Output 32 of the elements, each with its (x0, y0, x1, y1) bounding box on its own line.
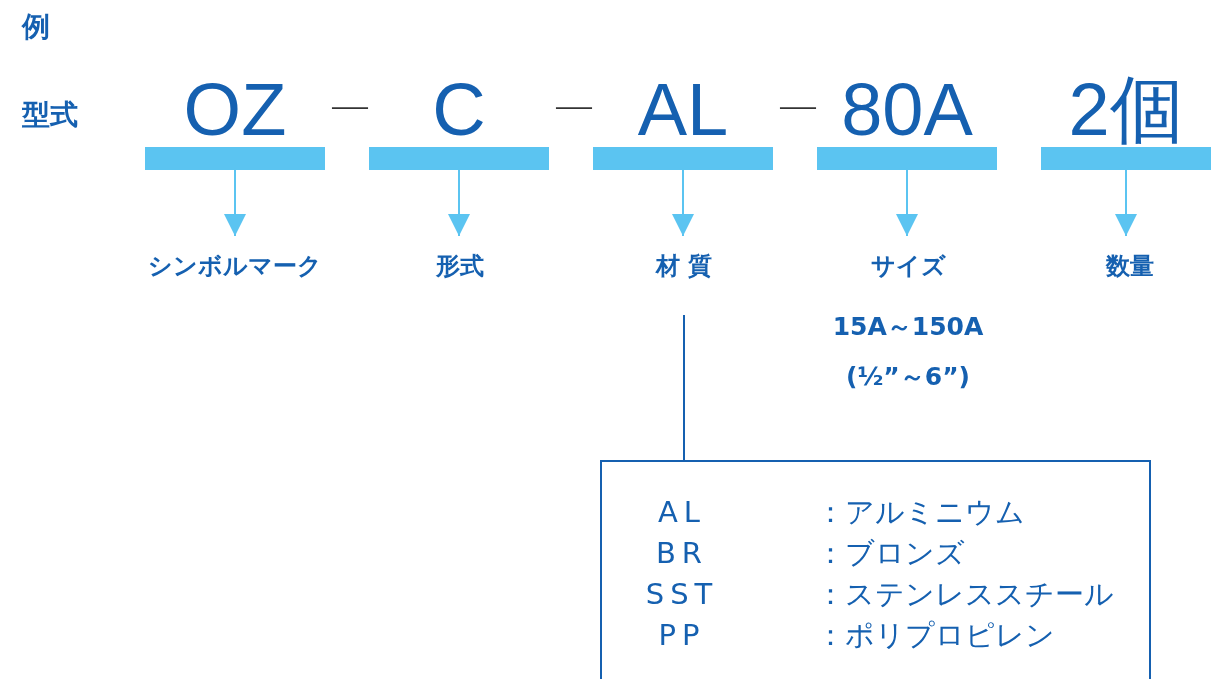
material-name: ：ブロンズ (816, 535, 966, 572)
arrow (448, 169, 470, 237)
material-code: SST (644, 576, 720, 613)
title: 例 (22, 9, 50, 45)
material-name: ：アルミニウム (816, 494, 1026, 531)
size-range-note: (½”～6”) (845, 361, 971, 393)
field-name: 形式 (410, 250, 510, 282)
separator-dash: — (554, 81, 594, 130)
field-name: 数量 (1080, 250, 1180, 282)
separator-dash: — (778, 81, 818, 130)
material-code: BR (654, 535, 709, 572)
field-name: サイズ (858, 250, 958, 282)
row-label: 型式 (22, 97, 78, 133)
material-code: AL (657, 494, 707, 531)
arrow (224, 169, 246, 237)
separator-dash: — (330, 81, 370, 130)
arrow (1115, 169, 1137, 237)
arrow (672, 169, 694, 237)
arrow (896, 169, 918, 237)
field-name: 材 質 (634, 250, 734, 282)
code-segment-text: 2個 (1067, 70, 1185, 150)
code-segment-text: AL (636, 70, 730, 150)
material-name: ：ステンレススチール (816, 576, 1115, 613)
material-code: PP (657, 617, 707, 654)
code-segment-text: C (431, 70, 487, 150)
size-range-note: 15A～150A (831, 311, 985, 343)
code-segment-text: OZ (182, 70, 288, 150)
field-name: シンボルマーク (130, 250, 340, 282)
material-name: ：ポリプロピレン (816, 617, 1056, 654)
code-segment-text: 80A (840, 70, 974, 150)
connector-line (683, 314, 685, 461)
material-table-box (600, 460, 1151, 679)
